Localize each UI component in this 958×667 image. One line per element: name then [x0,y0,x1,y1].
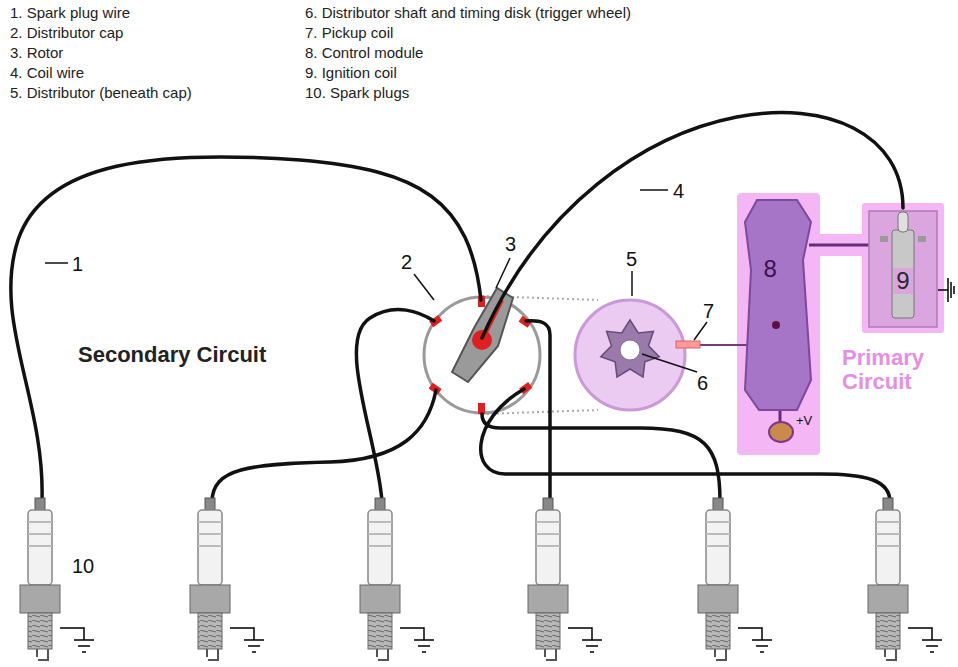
timing-disk-teeth [601,320,659,377]
timing-disk [601,320,659,377]
spark-plug-wire [11,113,903,502]
callout-number: 10 [72,555,94,577]
callout-number: 5 [626,248,637,270]
circuit-label: Secondary Circuit [78,343,266,367]
callout-number: 9 [893,268,912,294]
distributor-shaft [620,340,640,360]
spark-plug [698,498,772,660]
rotor-center [472,330,492,350]
primary-wire [809,244,869,247]
circuit-label: Primary Circuit [842,346,952,394]
control-module-outline [745,200,811,410]
callout-number: 3 [505,233,516,255]
pickup-coil [676,341,700,348]
spark-plug [528,498,602,660]
terminal-label: +V [796,414,812,428]
leader-line [45,190,707,372]
legend-item: 8. Control module [305,45,423,62]
legend-item: 6. Distributor shaft and timing disk (tr… [305,5,631,22]
legend-item: 7. Pickup coil [305,25,393,42]
spark-plugs [20,498,942,660]
callout-number: 8 [760,256,779,282]
battery-symbol [769,422,793,442]
battery-wire [779,410,782,422]
legend-item: 9. Ignition coil [305,65,397,82]
callout-number: 1 [72,253,83,275]
spark-plug [190,498,264,660]
legend-item: 4. Coil wire [10,65,84,82]
legend-item: 10. Spark plugs [305,85,409,102]
callout-number: 2 [401,251,412,273]
legend-item: 1. Spark plug wire [10,5,130,22]
spark-plug [868,498,942,660]
ground-symbol [938,278,954,302]
primary-band [737,193,944,455]
control-module: 8 [745,200,811,410]
spark-plug [360,498,434,660]
legend-item: 3. Rotor [10,45,63,62]
callout-number: 4 [673,180,684,202]
legend-item: 5. Distributor (beneath cap) [10,85,192,102]
callout-number: 6 [697,372,708,394]
legend-item: 2. Distributor cap [10,25,123,42]
callout-number: 7 [703,300,714,322]
ignition-coil: 9 [868,210,938,328]
spark-plug [20,498,94,660]
distributor-body [575,300,685,410]
